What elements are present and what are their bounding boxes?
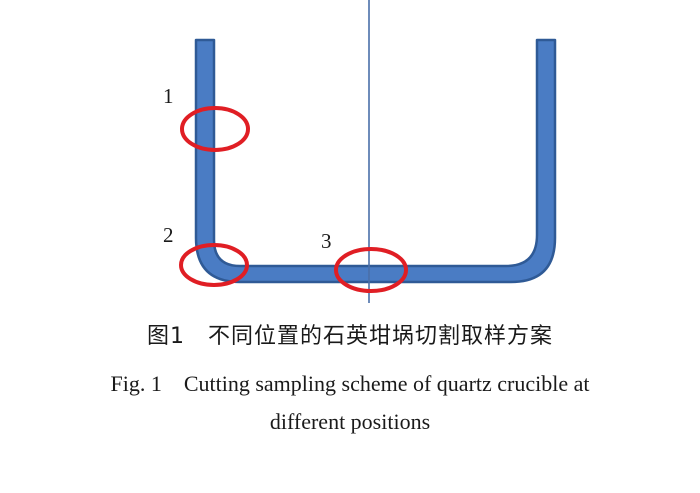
marker-label-2: 2 — [163, 223, 174, 247]
crucible-wall — [194, 38, 557, 284]
figure-caption-english-line2: different positions — [269, 409, 431, 434]
figure-caption-english-line1: Fig. 1 Cutting sampling scheme of quartz… — [110, 371, 590, 396]
sample-ring-1 — [180, 106, 250, 152]
marker-label-3: 3 — [321, 229, 332, 253]
marker-label-1: 1 — [163, 84, 174, 108]
figure-caption-chinese: 图1 不同位置的石英坩埚切割取样方案 — [147, 324, 553, 349]
sample-ring-3 — [334, 247, 408, 293]
sample-ring-2 — [179, 243, 249, 287]
crucible-diagram: 1 2 3 — [163, 0, 557, 303]
